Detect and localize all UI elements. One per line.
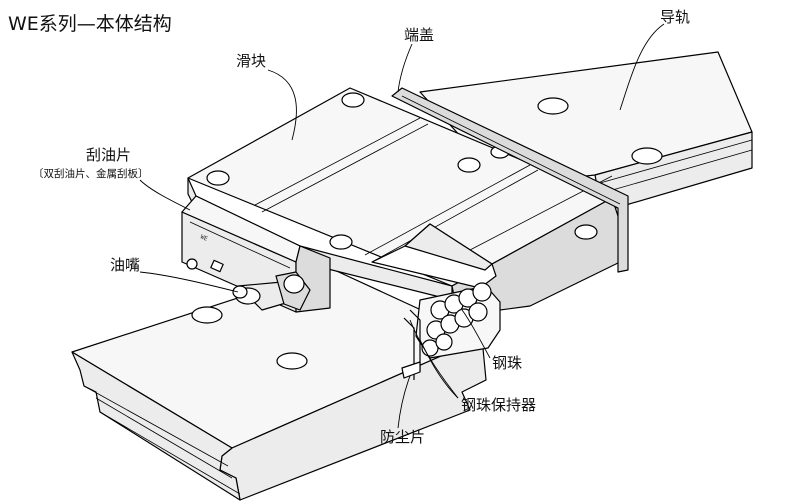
slider-bolt-hole-1 [341, 92, 365, 108]
label-rail: 导轨 [660, 8, 690, 26]
label-scraper-note: 〔双刮油片、金属刮板〕 [33, 167, 149, 180]
slider-bolt-hole-2 [206, 170, 230, 186]
svg-text:WE: WE [199, 233, 209, 242]
grease-hole [186, 258, 198, 270]
slider-bolt-hole-4 [329, 234, 353, 250]
rail-bolt-hole-1 [537, 97, 569, 115]
leaders [139, 23, 665, 429]
diagram-title: WE系列—本体结构 [8, 13, 172, 35]
label-slider: 滑块 [236, 52, 266, 70]
slider-bolt-hole-5 [574, 224, 598, 240]
label-dust-strip: 防尘片 [380, 428, 425, 446]
ball-retainer [401, 309, 421, 380]
label-end-cap: 端盖 [404, 26, 434, 44]
rail-bolt-hole-2 [631, 147, 663, 165]
label-scraper: 刮油片 [86, 146, 131, 164]
rail-bolt-hole-4 [276, 352, 308, 370]
grease-nipple [232, 271, 311, 311]
label-ball-retainer: 钢珠保持器 [461, 396, 536, 414]
balls [421, 282, 492, 357]
end-seal-band [391, 87, 629, 273]
rail-bolt-hole-3 [191, 306, 223, 324]
label-grease-nipple: 油嘴 [110, 256, 140, 274]
label-ball: 钢珠 [492, 354, 522, 372]
slider-bolt-hole-3 [457, 157, 481, 173]
